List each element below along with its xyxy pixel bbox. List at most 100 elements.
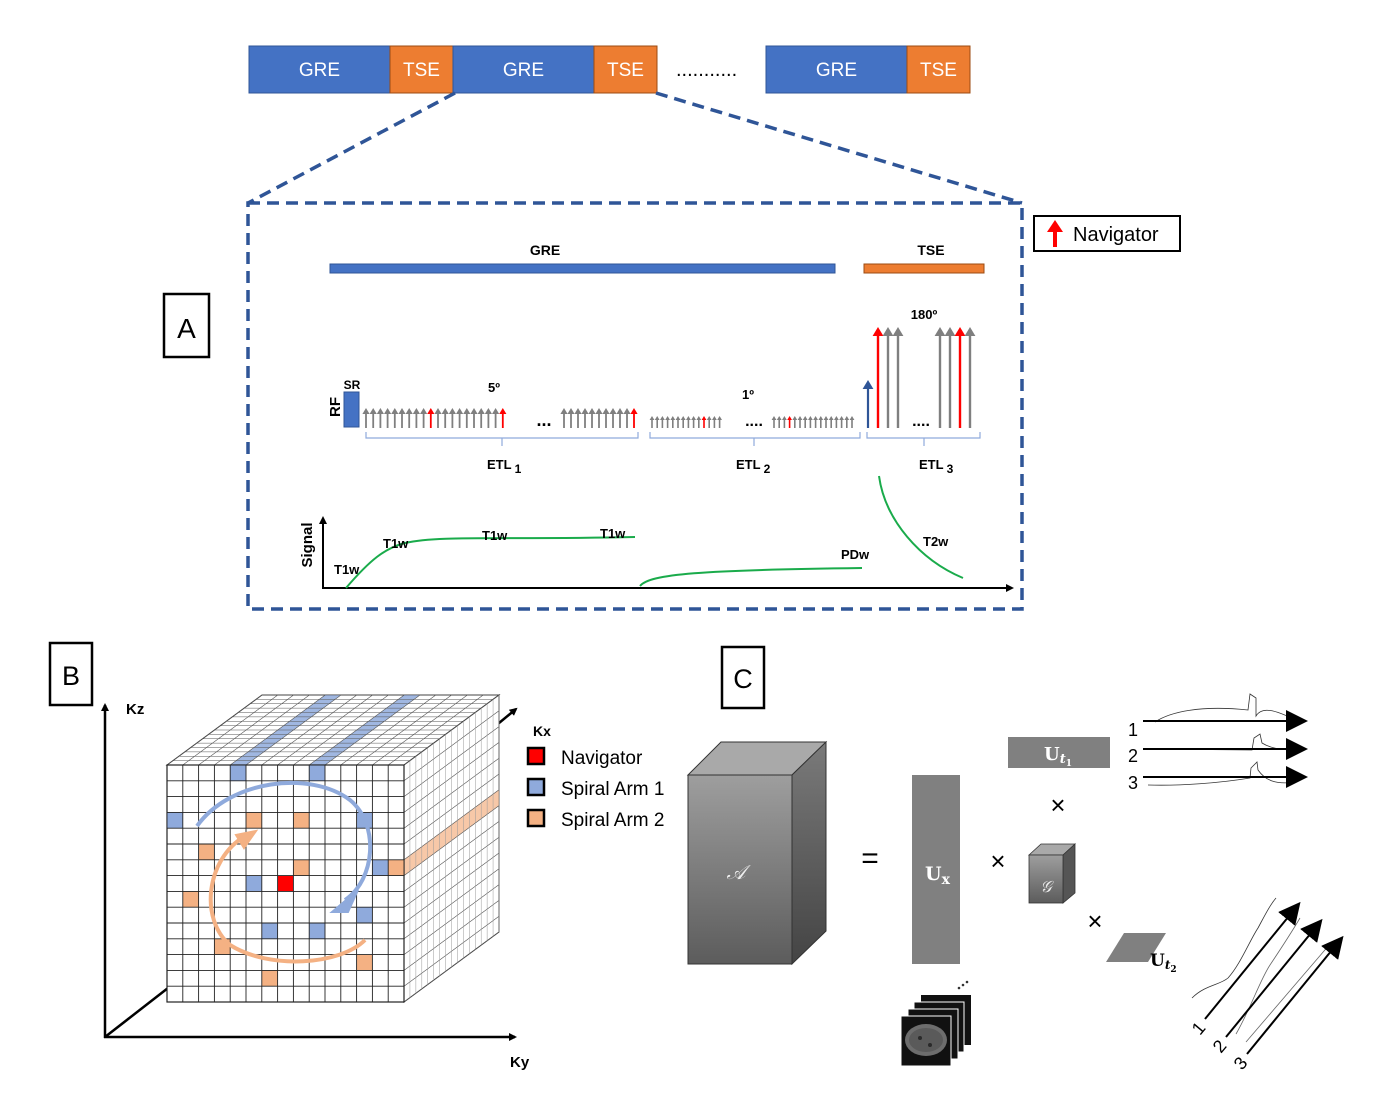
rf-pulse (441, 408, 449, 428)
rf-pulse (595, 408, 603, 428)
signal-curves (345, 475, 964, 589)
rf-pulse (654, 416, 660, 428)
rf-pulse (405, 408, 413, 428)
navigator-arrow-icon (1047, 220, 1063, 247)
spiral-arm-1-cell (309, 923, 325, 939)
navigator-pulse (427, 408, 435, 428)
sequence-block-label: GRE (816, 60, 857, 81)
curve-label-pdw: PDw (841, 547, 870, 562)
core-tensor-g (1027, 843, 1077, 904)
sequence-block-label: TSE (403, 60, 440, 81)
rf-pulse (574, 408, 582, 428)
basis-2-label-2: 2 (1209, 1036, 1231, 1057)
panel-a-label-box (162, 292, 211, 359)
rf-pulse (412, 408, 420, 428)
navigator-pulse (954, 327, 966, 428)
kx-axis (104, 987, 169, 1038)
t1w-recovery-curve (345, 536, 636, 589)
basis-2-axis-1 (1204, 901, 1301, 1020)
flip-angle-5: 5º (488, 380, 500, 395)
pdw-curve (639, 567, 863, 587)
rf-pulse (771, 416, 777, 428)
curve-label-t1w-2: T1w (383, 536, 409, 551)
temporal-basis-2-plot (1191, 897, 1344, 1055)
basis-2-curve-1 (1191, 897, 1277, 999)
panel-a-frame (246, 201, 1024, 611)
sequence-block-label: GRE (299, 60, 340, 81)
rf-pulse (376, 408, 384, 428)
spiral-arm-2-cell (293, 859, 310, 876)
kz-axis-label: Kz (126, 701, 144, 718)
rf-label: RF (327, 397, 344, 417)
spiral-arm-1-arrow (195, 780, 372, 913)
ellipsis-etl3: .... (912, 413, 930, 430)
sequence-block-tse (389, 45, 454, 94)
basis-2-label-3: 3 (1230, 1053, 1252, 1074)
basis-2-axis-2 (1225, 918, 1323, 1038)
rf-pulse (384, 408, 392, 428)
rf-pulse (882, 327, 894, 428)
sequence-block-gre (765, 45, 908, 94)
ux-factor-matrix (912, 775, 960, 964)
basis-1-label-1: 1 (1128, 720, 1138, 740)
spiral-arm-2-cell (182, 891, 199, 908)
legend-swatch (526, 746, 546, 766)
basis-1-curve-1 (1154, 693, 1297, 723)
flip-angle-1: 1º (742, 387, 754, 402)
rf-pulse (477, 408, 485, 428)
rf-pulse (706, 416, 712, 428)
spiral-arm-1-cell (261, 923, 278, 939)
rf-pulse (717, 416, 722, 428)
basis-1-curve-2 (1144, 733, 1297, 751)
curve-label-t1w-4: T1w (600, 526, 626, 541)
spiral-arm-2-cell (261, 970, 278, 987)
rf-pulse (665, 416, 670, 428)
curve-label-t2w: T2w (923, 534, 949, 549)
navigator-pulse (872, 327, 884, 428)
legend-label: Navigator (561, 748, 643, 769)
temporal-basis-1-plot (1143, 693, 1308, 788)
rf-pulse (463, 408, 471, 428)
rf-pulse (797, 416, 803, 428)
legend-item: Spiral Arm 1 (526, 777, 664, 800)
signal-axis-label: Signal (299, 522, 316, 567)
spiral-arm-2-cell (388, 859, 404, 876)
t2w-decay-curve (878, 475, 964, 579)
sequence-block-tse (906, 45, 971, 94)
rf-pulse (818, 416, 824, 428)
legend-label: Spiral Arm 1 (561, 779, 664, 800)
spiral-arm-1-cell (372, 859, 389, 876)
rf-pulse (434, 408, 442, 428)
panel-b-label-box (48, 641, 94, 707)
rf-pulse (456, 408, 464, 428)
times-sign-3: × (1087, 906, 1102, 936)
rf-pulse (660, 416, 665, 428)
navigator-pulse (499, 408, 507, 428)
rf-pulse (802, 416, 808, 428)
rf-pulse (934, 327, 946, 428)
ux-label: Ux (925, 863, 951, 888)
rf-pulse (609, 408, 617, 428)
tensor-a (686, 740, 828, 966)
rf-pulse (849, 416, 855, 428)
spiral-arm-1-cell (230, 765, 246, 781)
panel-c-label: C (733, 664, 753, 694)
rf-pulse (776, 416, 782, 428)
rf-pulse (808, 416, 813, 428)
times-sign-2: × (1050, 790, 1065, 820)
rf-pulse (828, 416, 834, 428)
basis-2-axis-3 (1246, 935, 1344, 1055)
rf-pulse (670, 416, 676, 428)
rf-pulse (470, 408, 478, 428)
rf-pulse (944, 327, 956, 428)
rf-pulse (675, 416, 681, 428)
ellipsis-etl2: .... (745, 413, 763, 430)
cube-front-face (166, 764, 405, 1003)
panel-c-label-box (720, 645, 766, 710)
ellipsis-etl1: ... (536, 410, 551, 430)
basis-1-curve-3 (1147, 761, 1297, 786)
saturation-recovery-pulse (343, 391, 360, 428)
